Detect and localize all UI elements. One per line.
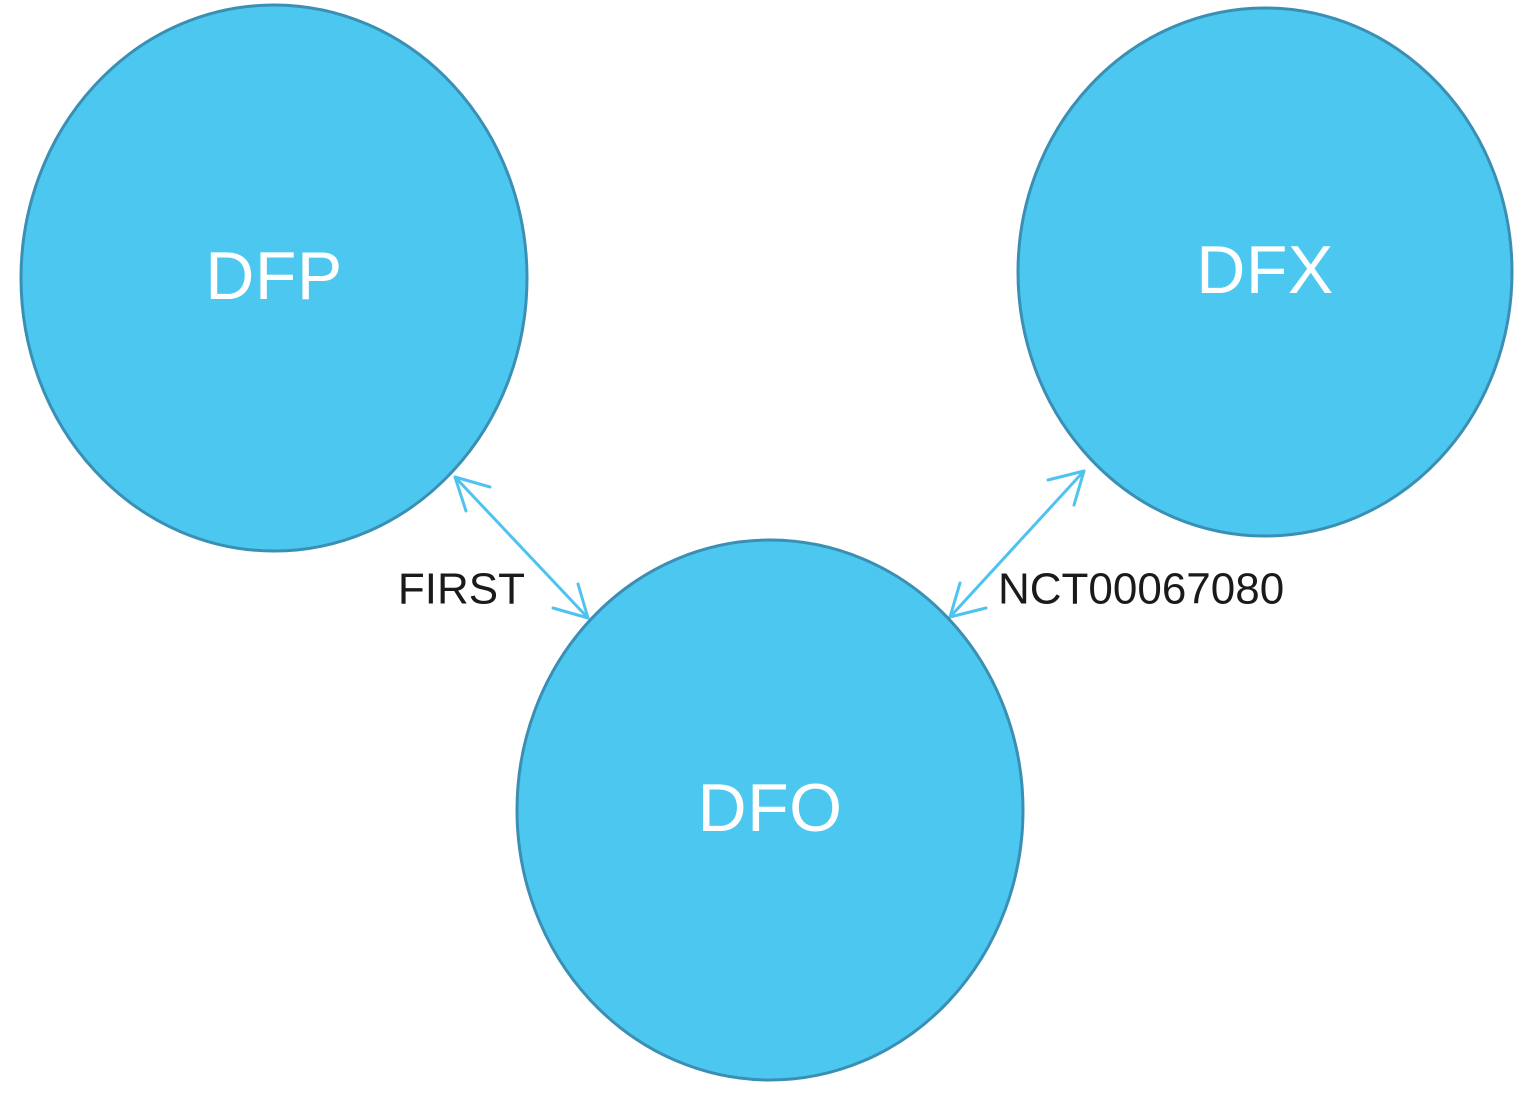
node-dfo-shape[interactable] (515, 538, 1025, 1082)
edge-dfx-dfo-arrowhead-source (948, 581, 988, 619)
edge-dfp-dfo-arrowhead-source (551, 582, 590, 620)
edge-dfp-dfo-line (453, 475, 590, 620)
node-dfx[interactable]: DFX (1016, 6, 1514, 538)
edge-dfx-dfo-label: NCT00067080 (998, 565, 1284, 614)
node-dfx-shape[interactable] (1016, 6, 1514, 538)
node-dfo[interactable]: DFO (515, 538, 1025, 1082)
edge-label-group: FIRST NCT00067080 (398, 565, 1284, 614)
edge-dfx-dfo-arrowhead-target (1046, 469, 1086, 507)
node-dfp-shape[interactable] (19, 3, 529, 553)
node-group: DFP DFX DFO (19, 3, 1514, 1082)
edge-dfp-dfo-arrowhead-target (453, 475, 492, 513)
edge-group (453, 469, 1086, 620)
node-dfp[interactable]: DFP (19, 3, 529, 553)
edge-dfp-dfo-label: FIRST (398, 565, 525, 614)
edge-dfx-dfo[interactable] (948, 469, 1086, 619)
edge-dfp-dfo[interactable] (453, 475, 590, 620)
edge-dfx-dfo-line (948, 469, 1086, 619)
